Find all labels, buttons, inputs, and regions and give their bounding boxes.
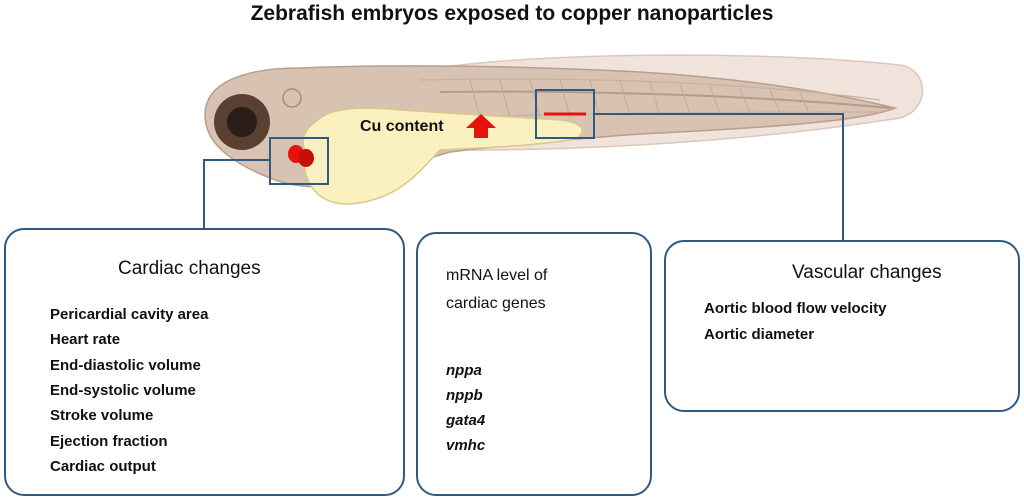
mrna-box: mRNA level of cardiac genes nppa nppb ga…	[416, 232, 652, 496]
vascular-item: Aortic diameter	[704, 326, 815, 343]
dorsal-line	[419, 78, 881, 101]
aorta-connector	[594, 113, 844, 240]
cardiac-item: End-diastolic volume	[50, 357, 201, 374]
notochord	[439, 90, 891, 109]
yolk-sac	[302, 107, 583, 205]
cardiac-item: Ejection fraction	[50, 433, 168, 450]
mrna-title-line2: cardiac genes	[446, 295, 546, 312]
vascular-item: Aortic blood flow velocity	[704, 300, 887, 317]
heart-chamber-2	[298, 149, 314, 167]
heart-connector	[203, 159, 270, 228]
diagram-title: Zebrafish embryos exposed to copper nano…	[250, 2, 774, 25]
cardiac-item: Pericardial cavity area	[50, 306, 209, 323]
gene-label: vmhc	[446, 437, 486, 454]
cardiac-item: End-systolic volume	[50, 382, 196, 399]
cardiac-item: Cardiac output	[50, 458, 156, 475]
cu-content-up-arrow	[466, 114, 496, 138]
gene-label: gata4	[446, 412, 486, 429]
cardiac-item: Stroke volume	[50, 407, 154, 424]
gene-label: nppb	[446, 387, 483, 404]
cardiac-title: Cardiac changes	[118, 258, 261, 279]
otic-vesicle	[282, 88, 302, 108]
muscle-segments	[469, 79, 809, 119]
vascular-title: Vascular changes	[792, 262, 942, 283]
cardiac-item: Heart rate	[50, 331, 121, 348]
pupil	[227, 107, 257, 137]
gene-label: nppa	[446, 362, 482, 379]
cu-content-label: Cu content	[360, 118, 444, 135]
vascular-changes-box: Vascular changes Aortic blood flow veloc…	[664, 240, 1020, 412]
cardiac-changes-box: Cardiac changes Pericardial cavity area …	[4, 228, 405, 496]
mrna-title-line1: mRNA level of	[446, 267, 548, 284]
